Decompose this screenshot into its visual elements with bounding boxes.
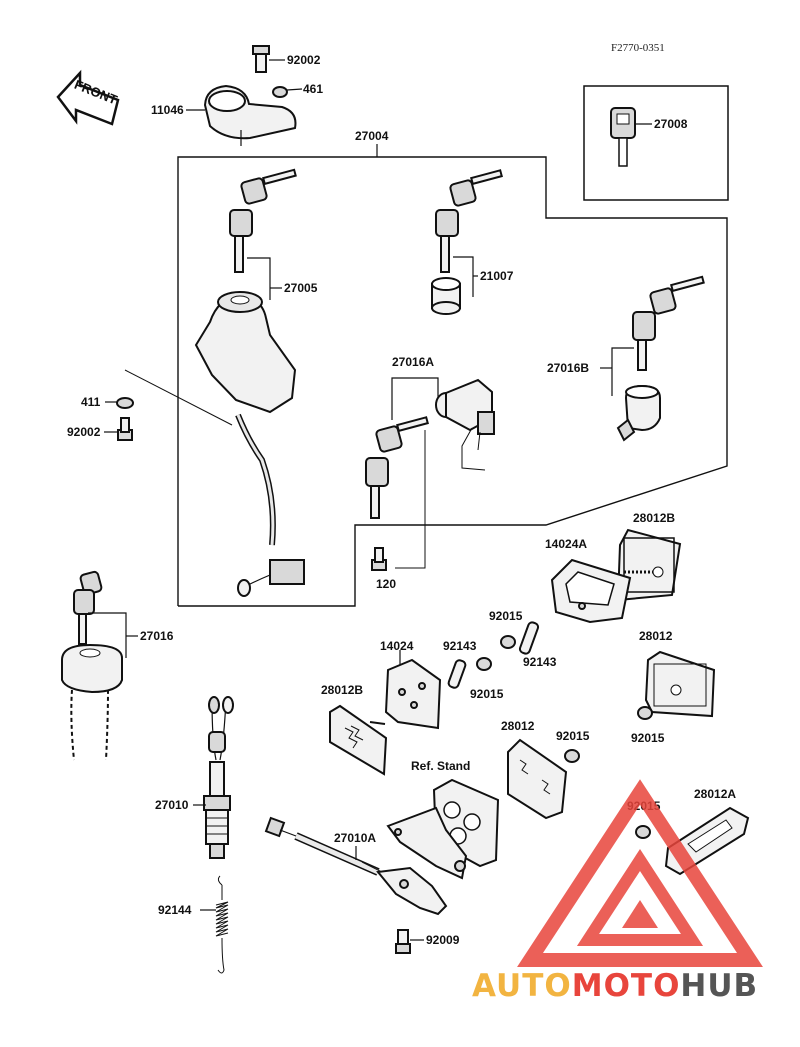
kit-27004-outline [177,156,728,607]
label-92015-d: 92015 [556,729,590,743]
nut-92015-b-icon [476,657,492,671]
keys-27016A-icon [365,416,429,519]
switch-27010-icon [203,696,234,859]
nut-461-icon [272,86,303,98]
automotohub-watermark [517,779,763,967]
label-92015-b: 92015 [470,687,504,701]
nut-92015-d-icon [564,749,580,763]
lock-27016B-icon [616,384,661,442]
bolt-92002-left-icon [117,417,133,441]
label-28012A: 28012A [694,787,736,801]
nut-411-icon [116,397,134,409]
label-14024: 14024 [380,639,414,653]
label-27004: 27004 [355,129,389,143]
bracket-14024A-icon [550,558,632,624]
watermark-moto: MOTO [572,968,681,1004]
screw-92009-icon [395,929,411,954]
label-92002-top: 92002 [287,53,321,67]
keys-21007-icon [435,169,503,273]
watermark-hub: HUB [680,968,758,1004]
keys-27016B-icon [632,275,705,371]
label-92143-a: 92143 [443,639,477,653]
nut-92015-a-icon [500,635,516,649]
diagram-code: F2770-0351 [611,42,665,54]
label-28012B-top: 28012B [633,511,675,525]
ignition-switch-27005-icon [194,291,305,597]
helmet-lock-27016-icon [61,643,123,761]
label-27005: 27005 [284,281,318,295]
label-ref-stand: Ref. Stand [411,759,470,773]
spacer-92143-b-icon [447,659,467,689]
key-27008-icon [610,107,652,167]
label-27010: 27010 [155,798,189,812]
lock-27016A-icon [435,378,495,471]
label-27016A: 27016A [392,355,434,369]
label-27016B: 27016B [547,361,589,375]
cylinder-21007-icon [431,277,461,315]
label-92002-left: 92002 [67,425,101,439]
label-92144: 92144 [158,903,192,917]
label-411: 411 [81,395,101,409]
label-92015-c: 92015 [631,731,665,745]
spacer-92143-a-icon [518,621,540,655]
label-27008: 27008 [654,117,688,131]
watermark-triangle-outer [517,779,763,967]
stand-reference-icon [386,778,500,880]
label-120: 120 [376,577,396,591]
bracket-11046-icon [186,84,297,146]
label-461: 461 [303,82,323,96]
label-92009: 92009 [426,933,460,947]
label-92015-a: 92015 [489,609,523,623]
label-27016: 27016 [140,629,174,643]
label-27010A: 27010A [334,831,376,845]
label-11046: 11046 [151,103,184,117]
label-28012-right: 28012 [639,629,673,643]
reflector-28012-right-icon [644,650,716,718]
label-28012-mid: 28012 [501,719,535,733]
watermark-auto: AUTO [472,968,572,1004]
switch-27010A-icon [264,816,448,916]
front-arrow-icon: FRONT [56,69,120,126]
label-14024A: 14024A [545,537,587,551]
label-28012B-left: 28012B [321,683,363,697]
nut-92015-c-icon [637,706,653,720]
label-21007: 21007 [480,269,514,283]
bolt-92002-top-icon [252,45,285,73]
reflector-28012-mid-icon [507,738,568,820]
keys-27016-icon [73,570,103,645]
watermark-triangle-inner [576,848,704,946]
screw-120-icon [371,547,387,571]
spring-92144-icon [215,875,229,974]
key-box [583,85,729,201]
label-92143-b: 92143 [523,655,557,669]
watermark-triangle-core [622,900,658,928]
bracket-14024-icon [384,658,442,730]
reflector-28012B-left-icon [329,704,388,776]
nut-92015-e-icon [635,825,651,839]
watermark-text: AUTOMOTOHUB [472,968,758,1004]
keys-27005-icon [229,168,297,273]
